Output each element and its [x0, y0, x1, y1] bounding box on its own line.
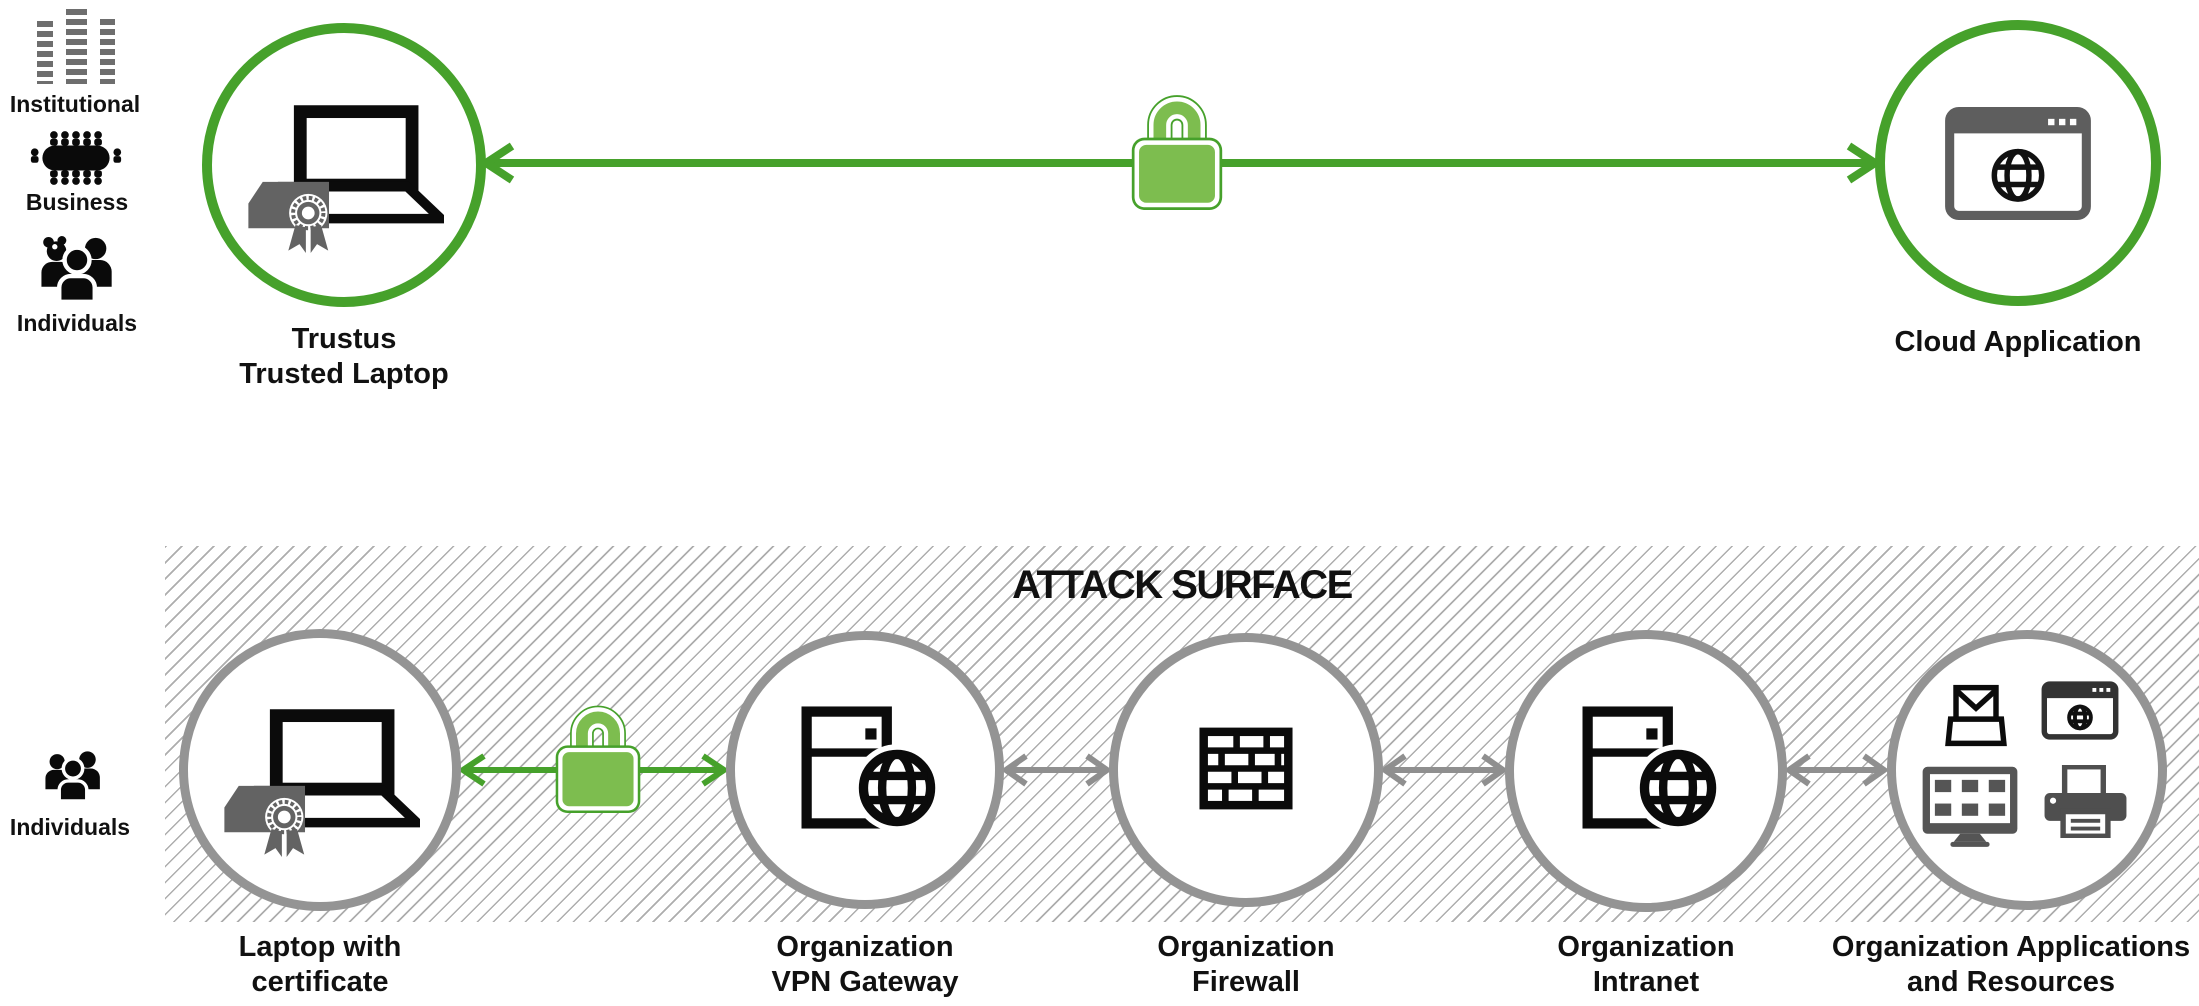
audience-label-business: Business [25, 189, 129, 215]
vpn-gateway-label: Organization VPN Gateway [771, 931, 959, 998]
apps-resources-label: Organization Applications and Resources [1831, 931, 2191, 998]
audience-label-individuals-bottom: Individuals [9, 814, 131, 840]
padlock-icon [1131, 95, 1223, 210]
laptop-certificate-icon-bottom [224, 709, 420, 857]
audience-label-institutional: Institutional [9, 91, 141, 117]
cloud-application-label: Cloud Application [1894, 326, 2142, 358]
server-globe-icon-intranet [1582, 706, 1721, 829]
printer-icon [2044, 765, 2127, 838]
firewall-label: Organization Firewall [1157, 931, 1335, 998]
browser-globe-icon [1945, 107, 2091, 220]
browser-globe-small-icon [2041, 681, 2119, 740]
mail-icon [1945, 684, 2007, 747]
connection-line-vpn-firewall [1000, 753, 1113, 787]
padlock-icon-bottom [555, 705, 641, 814]
connection-line-intranet-apps [1783, 753, 1890, 787]
attack-surface-title: ATTACK SURFACE [1012, 563, 1353, 607]
buildings-icon [32, 5, 120, 88]
server-globe-icon [801, 706, 940, 829]
firewall-icon [1199, 727, 1293, 810]
laptop-certificate-icon [248, 105, 444, 253]
audience-label-individuals-top: Individuals [16, 310, 138, 336]
people-group-icon-bottom [45, 751, 100, 801]
intranet-label: Organization Intranet [1557, 931, 1735, 998]
trusted-laptop-label: Trustus Trusted Laptop [239, 323, 449, 390]
connection-line-firewall-intranet [1379, 753, 1509, 787]
laptop-certificate-label: Laptop with certificate [238, 931, 402, 998]
meeting-table-icon [30, 131, 122, 185]
firewall-node [1109, 633, 1383, 907]
people-group-icon [41, 236, 112, 302]
monitor-apps-icon [1922, 766, 2018, 847]
